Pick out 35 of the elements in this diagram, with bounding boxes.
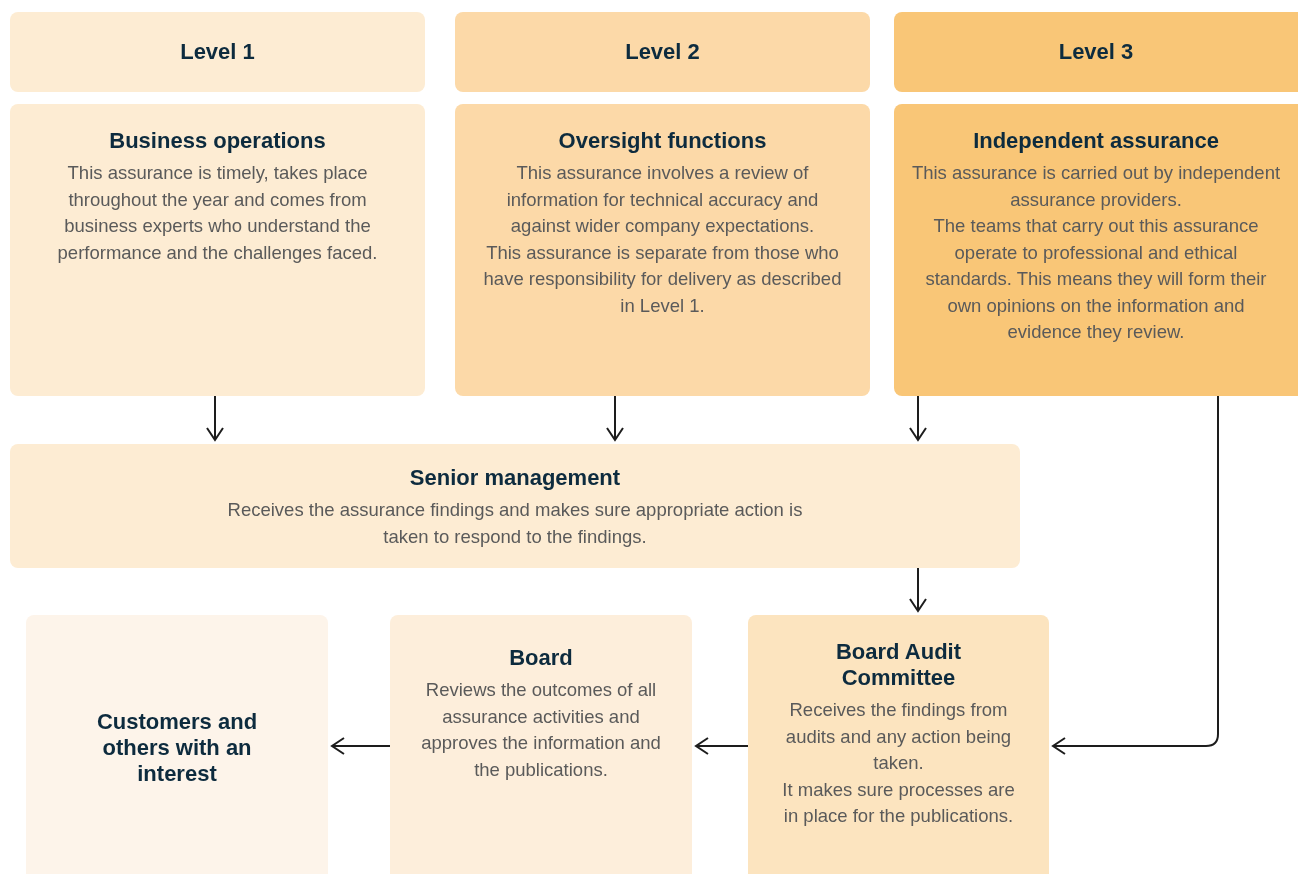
- node-heading: Oversight functions: [557, 128, 768, 154]
- process-box: [390, 615, 692, 874]
- arrow: [695, 737, 749, 755]
- node-heading: Level 1: [179, 39, 256, 65]
- node-description: Receives the findings from audits and any action being taken.: [784, 698, 1013, 775]
- arrow: [331, 737, 391, 755]
- process-box: [748, 615, 1049, 874]
- arrow: [909, 567, 927, 612]
- node-heading: Business operations: [108, 128, 327, 154]
- node-description: This assurance is separate from those who have responsibility for delivery as described in Level 1.: [482, 240, 843, 318]
- process-box: [455, 104, 870, 396]
- arrow: [909, 395, 927, 441]
- arrow: [606, 395, 624, 441]
- node-description: Reviews the outcomes of all assurance activities and approves the information and the publications.: [420, 678, 662, 782]
- process-box: [10, 104, 425, 396]
- level-header: [894, 12, 1298, 92]
- node-description: This assurance involves a review of information for technical accuracy and against wider company expectations.: [505, 161, 820, 238]
- arrow: [206, 395, 224, 441]
- level-header: [10, 12, 425, 92]
- node-heading: Customers and others with an interest: [95, 709, 259, 787]
- node-description: Receives the assurance findings and makes sure appropriate action is taken to respond to the findings.: [226, 498, 804, 549]
- node-heading: Board Audit Committee: [834, 639, 963, 691]
- node-heading: Senior management: [408, 465, 622, 491]
- process-box: [894, 104, 1298, 396]
- arrow: [1052, 395, 1219, 755]
- process-box: [10, 444, 1020, 568]
- node-heading: Level 3: [1057, 39, 1135, 65]
- node-description: This assurance is timely, takes place throughout the year and comes from business experts who understand the performance and the challenges faced.: [56, 161, 379, 265]
- node-description: It makes sure processes are in place for the publications.: [781, 777, 1016, 828]
- node-heading: Independent assurance: [972, 128, 1220, 154]
- node-heading: Level 2: [624, 39, 701, 65]
- node-heading: Board: [508, 645, 574, 671]
- node-description: The teams that carry out this assurance operate to professional and ethical standards. This means they will form their own opinions on the information and evidence they review.: [924, 214, 1268, 344]
- level-header: [455, 12, 870, 92]
- node-description: This assurance is carried out by independent assurance providers.: [910, 161, 1282, 212]
